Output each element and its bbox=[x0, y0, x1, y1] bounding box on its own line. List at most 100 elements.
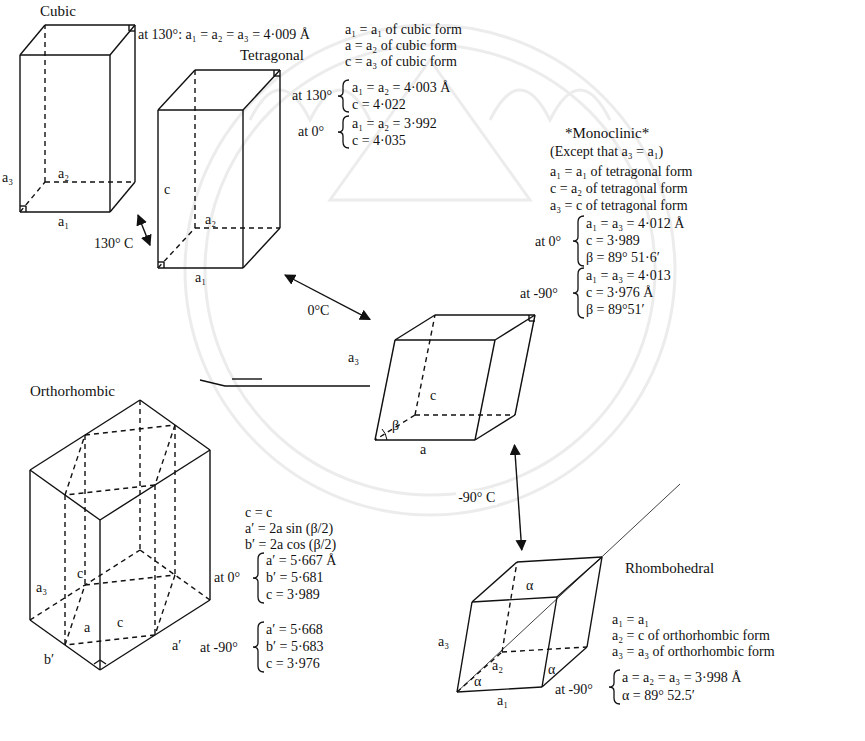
phase-name: Cubic bbox=[40, 3, 76, 20]
cell-edge bbox=[45, 24, 135, 25]
cell-edge bbox=[273, 70, 274, 76]
lattice-parameter: a₁ = a₂ = 4·003 Å bbox=[352, 80, 450, 95]
cell-edge bbox=[243, 70, 280, 110]
cell-edge bbox=[457, 602, 472, 692]
axis-label: a₃ bbox=[348, 350, 359, 365]
cell-edge bbox=[243, 228, 280, 268]
cell-edge bbox=[495, 315, 535, 340]
cell-edge bbox=[64, 495, 65, 645]
lattice-parameter: (Except that a₃ = a₁) bbox=[550, 144, 663, 159]
cell-edge bbox=[209, 450, 210, 600]
cell-edge bbox=[279, 70, 280, 228]
lattice-parameter: a₁ = a₃ = 4·013 bbox=[586, 268, 671, 283]
cell-edge bbox=[457, 687, 542, 692]
lattice-parameter: β = 89°51′ bbox=[586, 302, 645, 317]
tetragonal-cell: Tetragonalca₂a₁ bbox=[150, 62, 285, 275]
cell-edge bbox=[154, 485, 155, 635]
cell-edge bbox=[65, 585, 85, 645]
axis-label: α bbox=[548, 662, 555, 677]
cell-edge bbox=[65, 485, 155, 495]
axis-label: a₂ bbox=[205, 212, 216, 227]
transition-temperature: 0°C bbox=[306, 303, 332, 318]
cell-edge bbox=[19, 55, 20, 212]
cell-edge bbox=[517, 557, 602, 562]
lattice-parameter: a₁ = a₁ of tetragonal form bbox=[550, 164, 692, 179]
lattice-parameter: a₂ = c of orthorhombic form bbox=[612, 628, 770, 643]
cell-edge bbox=[158, 70, 195, 110]
axis-label: c bbox=[117, 615, 123, 630]
lattice-parameter: at -90° bbox=[555, 682, 593, 697]
axis-label: a₂ bbox=[58, 166, 69, 181]
cell-edge bbox=[25, 206, 26, 212]
cell-edge bbox=[472, 597, 557, 602]
cell-edge bbox=[435, 314, 535, 315]
monoclinic-cell: *Monoclinic*a₃cβa bbox=[370, 310, 540, 445]
axis-label: a₁ bbox=[58, 214, 69, 229]
cell-edge bbox=[29, 470, 30, 620]
lattice-parameter: at 0° bbox=[298, 124, 324, 139]
lattice-parameter: a₃ = c of tetragonal form bbox=[550, 198, 688, 213]
cell-edge bbox=[375, 439, 475, 440]
equal-bar bbox=[232, 378, 262, 379]
cell-edge bbox=[395, 339, 495, 340]
cell-edge bbox=[100, 660, 106, 664]
lattice-parameter: a₁ = a₃ = 4·012 Å bbox=[586, 216, 684, 231]
cell-edge bbox=[20, 54, 110, 55]
axis-label: b′ bbox=[44, 652, 54, 667]
cell-edge bbox=[587, 557, 602, 647]
cell-edge bbox=[158, 267, 243, 268]
cell-edge bbox=[85, 575, 175, 585]
transition-arrow bbox=[200, 380, 370, 386]
cell-edge bbox=[415, 414, 515, 415]
lattice-parameter: at -90° bbox=[200, 640, 238, 655]
cell-edge bbox=[155, 425, 175, 485]
cell-edge bbox=[110, 25, 135, 55]
transition-temperature: -90° C bbox=[456, 490, 497, 505]
lattice-parameter: c = 3·989 bbox=[586, 233, 640, 248]
axis-label: a′ bbox=[172, 638, 181, 653]
lattice-parameter: α = 89° 52.5′ bbox=[622, 688, 695, 703]
axis-label: a₂ bbox=[492, 658, 503, 673]
phase-name: Tetragonal bbox=[240, 47, 304, 64]
cell-edge bbox=[45, 181, 135, 182]
lattice-parameter: c = 4·022 bbox=[352, 97, 406, 112]
cell-edge bbox=[109, 55, 110, 212]
cell-edge bbox=[158, 228, 195, 268]
axis-label: α bbox=[474, 674, 481, 689]
cell-edge bbox=[20, 205, 26, 206]
lattice-parameter: at 130° bbox=[292, 88, 332, 103]
transition-temperature: 130° C bbox=[92, 236, 135, 251]
axis-label: c bbox=[430, 388, 436, 403]
lattice-parameter: b′ = 5·683 bbox=[266, 639, 324, 654]
cell-edge bbox=[84, 435, 85, 585]
angle-arc bbox=[382, 429, 387, 440]
axis-label: a₁ bbox=[195, 270, 206, 285]
axis-label: a₃ bbox=[36, 580, 47, 595]
phase-name: *Monoclinic* bbox=[565, 125, 649, 142]
cubic-cell: Cubica₂a₁a₃ bbox=[8, 20, 138, 215]
cell-edge bbox=[242, 110, 243, 268]
lattice-parameter: at 0° bbox=[214, 570, 240, 585]
lattice-parameter: β = 89° 51·6′ bbox=[586, 250, 660, 265]
lattice-parameter: a₁ = a₂ = 3·992 bbox=[352, 116, 437, 131]
cell-edge bbox=[129, 30, 135, 31]
lattice-parameter: c = 3·976 bbox=[266, 656, 320, 671]
cell-edge bbox=[195, 69, 280, 70]
axis-label: c bbox=[77, 566, 83, 581]
lattice-parameter: c = a₂ of tetragonal form bbox=[550, 181, 688, 196]
lattice-parameter: a = a₂ = a₃ = 3·998 Å bbox=[622, 670, 741, 685]
axis-label: a₃ bbox=[2, 170, 13, 185]
lattice-parameter: c = 3·989 bbox=[266, 587, 320, 602]
lattice-parameter: b′ = 5·681 bbox=[266, 570, 324, 585]
cell-edge bbox=[472, 562, 517, 602]
lattice-parameter: at 0° bbox=[535, 234, 561, 249]
cell-edge bbox=[174, 425, 175, 575]
cell-edge bbox=[94, 660, 100, 664]
cell-edge bbox=[134, 25, 135, 182]
crystal-figure bbox=[150, 62, 285, 275]
cell-edge bbox=[475, 340, 495, 440]
cell-edge bbox=[457, 484, 680, 692]
cell-edge bbox=[20, 211, 110, 212]
cell-edge bbox=[85, 425, 175, 435]
cell-edge bbox=[139, 400, 140, 550]
